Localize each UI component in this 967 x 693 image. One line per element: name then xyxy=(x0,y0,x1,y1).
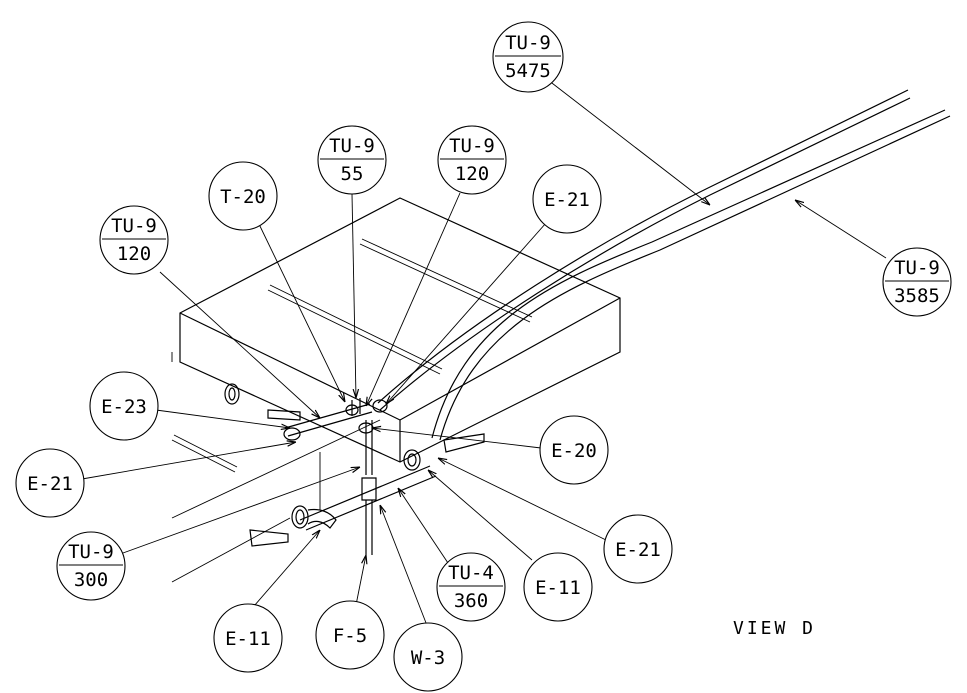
callout-tu9-120-right-top: TU-9 xyxy=(449,135,495,157)
callout-tu4-360-top: TU-4 xyxy=(448,562,494,584)
callout-e21-left: E-21 xyxy=(15,448,85,518)
callout-tu9-3585: TU-9 3585 xyxy=(882,247,952,317)
callout-e21-top: E-21 xyxy=(532,164,602,234)
callout-tu9-300-top: TU-9 xyxy=(68,541,114,563)
callout-e23-text: E-23 xyxy=(101,396,147,418)
callout-t20: T-20 xyxy=(208,161,278,231)
callout-tu9-120-left: TU-9 120 xyxy=(99,205,169,275)
callout-tu4-360-bottom: 360 xyxy=(454,590,488,612)
callout-tu9-300: TU-9 300 xyxy=(56,531,126,601)
callout-tu9-55-bottom: 55 xyxy=(341,163,364,185)
callout-e23: E-23 xyxy=(89,371,159,441)
long-tubes xyxy=(377,89,951,441)
leader-lines xyxy=(81,79,887,629)
callout-tu9-120-left-top: TU-9 xyxy=(111,215,157,237)
callout-w3: W-3 xyxy=(393,622,463,692)
callout-tu9-120-right-bottom: 120 xyxy=(455,163,489,185)
callout-f5: F-5 xyxy=(315,600,385,670)
callout-tu9-5475-top: TU-9 xyxy=(505,32,551,54)
callout-w3-text: W-3 xyxy=(411,647,445,669)
callout-e11-right-text: E-11 xyxy=(535,577,581,599)
callout-e21-right: E-21 xyxy=(603,514,673,584)
callout-t20-text: T-20 xyxy=(220,186,266,208)
callout-e21-right-text: E-21 xyxy=(615,539,661,561)
callout-e21-top-text: E-21 xyxy=(544,189,590,211)
callout-tu9-5475-bottom: 5475 xyxy=(505,60,551,82)
callout-tu9-55: TU-9 55 xyxy=(317,125,387,195)
callout-tu9-5475: TU-9 5475 xyxy=(492,21,564,93)
callout-f5-text: F-5 xyxy=(333,625,367,647)
view-label: VIEW D xyxy=(733,618,816,639)
callout-e21-left-text: E-21 xyxy=(27,473,73,495)
callout-tu9-55-top: TU-9 xyxy=(329,135,375,157)
callout-e20: E-20 xyxy=(539,415,609,485)
tank-box xyxy=(171,197,621,473)
callout-e11-left: E-11 xyxy=(213,603,283,673)
callout-e11-right: E-11 xyxy=(523,552,593,622)
callout-e11-left-text: E-11 xyxy=(225,628,271,650)
callout-tu9-120-right: TU-9 120 xyxy=(437,125,507,195)
callout-tu9-3585-top: TU-9 xyxy=(894,257,940,279)
callout-tu9-3585-bottom: 3585 xyxy=(894,285,940,307)
callout-tu4-360: TU-4 360 xyxy=(436,552,506,622)
callout-tu9-300-bottom: 300 xyxy=(74,569,108,591)
callout-e20-text: E-20 xyxy=(551,440,597,462)
piping-assembly xyxy=(171,383,485,583)
callout-tu9-120-left-bottom: 120 xyxy=(117,243,151,265)
